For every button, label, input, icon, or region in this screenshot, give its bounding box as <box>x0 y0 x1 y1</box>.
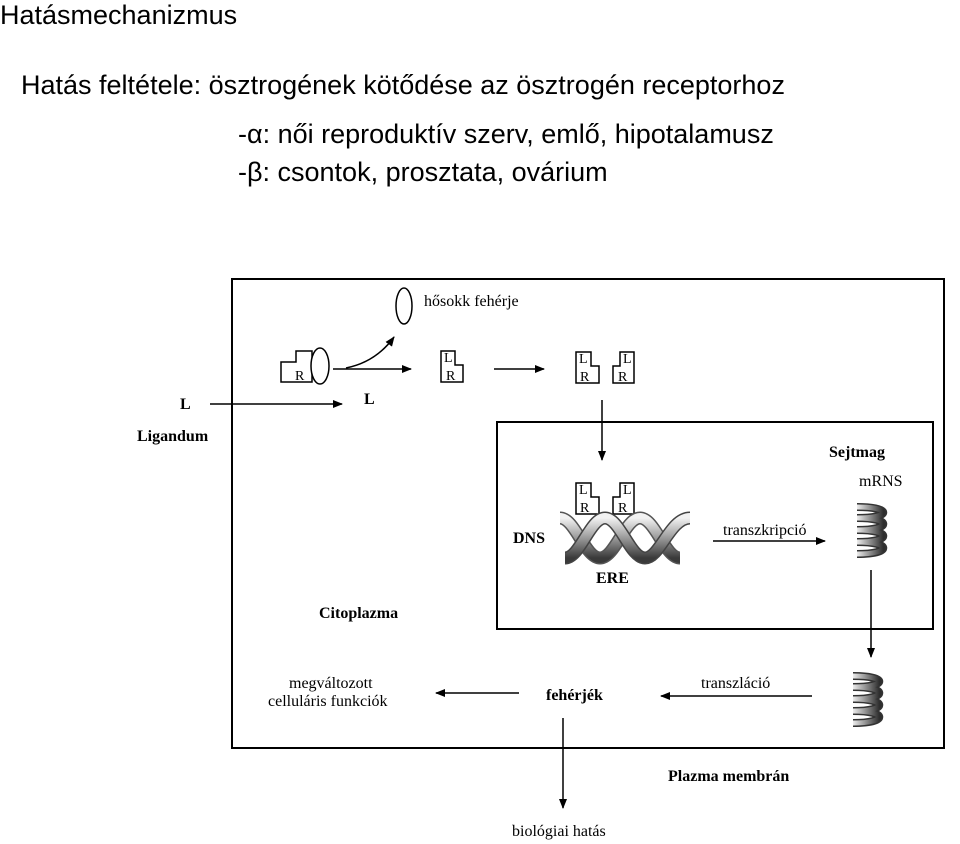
svg-text:R: R <box>580 370 590 385</box>
cytoplasm-label: Citoplazma <box>319 605 398 622</box>
beta-receptor-line: -β: csontok, prosztata, ovárium <box>238 157 608 187</box>
biological-effect-label: biológiai hatás <box>512 823 606 840</box>
svg-text:L: L <box>623 483 632 498</box>
translation-label: transzláció <box>701 675 770 692</box>
alpha-receptor-line: -α: női reproduktív szerv, emlő, hipotal… <box>238 119 774 149</box>
plasma-membrane-box <box>231 278 945 749</box>
mrna-coil-cytoplasm <box>852 672 884 727</box>
heat-shock-protein-shape <box>395 287 413 325</box>
svg-text:R: R <box>446 369 456 384</box>
ligand-inside: L <box>364 391 375 408</box>
nucleus-label: Sejtmag <box>829 444 885 461</box>
svg-text:L: L <box>579 483 588 498</box>
condition-line: Hatás feltétele: ösztrogének kötődése az… <box>21 70 785 100</box>
slide-title: Hatásmechanizmus <box>0 0 238 30</box>
receptor-with-hsp: R <box>280 347 330 385</box>
dna-bound-dimer: L R L R <box>575 482 635 516</box>
receptor-dimer: L R L R <box>575 351 635 385</box>
release-arrow <box>345 336 395 369</box>
transcription-label: transzkripció <box>723 522 807 539</box>
dna-label: DNS <box>513 530 545 547</box>
svg-text:L: L <box>444 351 453 366</box>
svg-text:R: R <box>580 501 590 516</box>
ligand-label: Ligandum <box>137 428 209 445</box>
changed-functions-line2: celluláris funkciók <box>268 693 388 710</box>
heat-shock-label: hősokk fehérje <box>424 293 519 310</box>
dna-helix <box>558 511 692 565</box>
svg-text:L: L <box>579 352 588 367</box>
proteins-label: fehérjék <box>546 687 603 704</box>
mrna-coil <box>856 503 888 558</box>
svg-text:R: R <box>618 501 628 516</box>
nucleus-box <box>496 421 934 630</box>
mrna-label: mRNS <box>859 473 903 490</box>
ere-label: ERE <box>596 570 629 587</box>
ligand-outside: L <box>180 396 191 413</box>
svg-text:R: R <box>618 370 628 385</box>
changed-functions-line1: megváltozott <box>289 675 373 692</box>
receptor-letter: R <box>295 369 305 384</box>
svg-text:L: L <box>623 352 632 367</box>
membrane-label: Plazma membrán <box>668 768 789 785</box>
ligand-receptor-complex: L R <box>440 350 464 384</box>
